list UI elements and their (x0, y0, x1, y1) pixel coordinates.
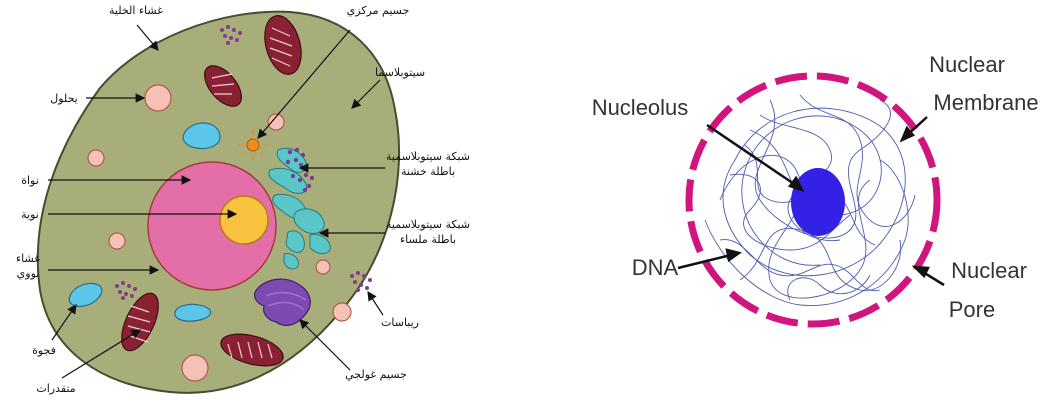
label-nuclear-envelope-1: غشاء (16, 252, 40, 265)
lysosome (316, 260, 330, 274)
label-vacuole: فجوة (32, 344, 56, 357)
label-nuclear-pore-1: Nuclear (951, 258, 1027, 283)
label-nucleus: نواة (21, 174, 39, 187)
label-rough-er-2: باطلة خشنة (401, 165, 455, 178)
label-lysosome: يحلول (50, 92, 77, 105)
label-mitochondria: متقدرات (36, 382, 75, 395)
label-dna: DNA (632, 255, 679, 280)
label-nuclear-membrane-2: Membrane (933, 90, 1038, 115)
lysosome (145, 85, 171, 111)
label-nuclear-membrane-1: Nuclear (929, 52, 1005, 77)
animal-cell-diagram: غشاء الخلية جسيم مركزي سيتوبلاسما يحلول … (16, 4, 470, 395)
label-centrosome: جسيم مركزي (347, 4, 410, 17)
leader-ribosomes (368, 292, 383, 315)
label-nuclear-envelope-2: نووي (17, 267, 40, 280)
lysosome (88, 150, 104, 166)
leader-cell-membrane (137, 25, 158, 50)
nucleolus-body (791, 168, 845, 236)
label-nucleolus: نوية (21, 208, 39, 221)
nucleolus (220, 196, 268, 244)
vacuole (175, 304, 211, 321)
label-nucleolus-en: Nucleolus (592, 95, 689, 120)
label-cytoplasm: سيتوبلاسما (375, 66, 425, 79)
nucleus-diagram: Nucleolus Nuclear Membrane DNA Nuclear P… (592, 52, 1039, 324)
label-cell-membrane: غشاء الخلية (109, 4, 163, 17)
label-smooth-er-1: شبكة سيتوبلاسمية (386, 218, 470, 231)
lysosome (182, 355, 208, 381)
arrowhead-pore (915, 267, 928, 276)
label-smooth-er-2: باطلة ملساء (400, 233, 456, 246)
lysosome (109, 233, 125, 249)
label-ribosomes: ريباسات (381, 316, 419, 329)
label-rough-er-1: شبكة سيتوبلاسمية (386, 150, 470, 163)
label-nuclear-pore-2: Pore (949, 297, 995, 322)
label-golgi: جسيم غولجي (345, 368, 407, 381)
lysosome (333, 303, 351, 321)
